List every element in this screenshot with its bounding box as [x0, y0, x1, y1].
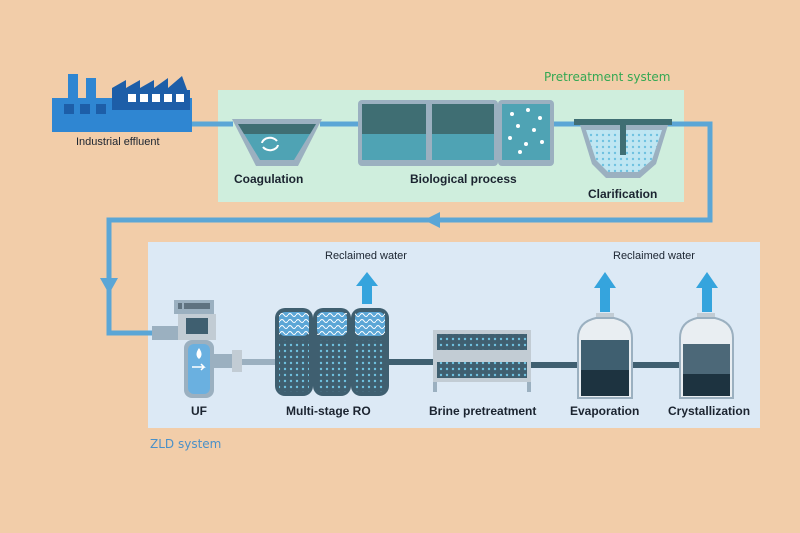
crystallization-label: Crystallization: [668, 404, 751, 418]
zld-system-title: ZLD system: [150, 437, 222, 451]
crystallizer-icon: [679, 313, 734, 399]
brine-rack-icon: [433, 330, 531, 392]
pretreatment-system-title: Pretreatment system: [544, 70, 671, 84]
clarification-label: Clarification: [588, 187, 658, 201]
ro-vessels-icon: [275, 308, 389, 396]
reclaimed-water-arrow-icon: [356, 272, 378, 304]
uf-unit-icon: [152, 300, 242, 398]
biological-tanks-icon: [358, 100, 554, 166]
reclaimed-water-arrow-icon: [594, 272, 616, 312]
coagulation-tank-icon: [232, 119, 322, 166]
flow-arrow-left: [424, 212, 440, 228]
biological-process-label: Biological process: [410, 172, 517, 186]
brine-pretreatment-label: Brine pretreatment: [429, 404, 537, 418]
uf-label: UF: [191, 404, 207, 418]
industrial-effluent-label: Industrial effluent: [76, 136, 160, 148]
evaporation-label: Evaporation: [570, 404, 640, 418]
flow-arrow-down: [100, 278, 118, 294]
multi-stage-ro-label: Multi-stage RO: [286, 404, 371, 418]
reclaimed-water-arrow-icon: [696, 272, 718, 312]
ro-reclaimed-water-label: Reclaimed water: [325, 250, 407, 262]
coagulation-label: Coagulation: [234, 172, 304, 186]
evaporator-icon: [577, 313, 633, 399]
clarifier-icon: [574, 119, 672, 178]
factory-icon: [52, 74, 192, 132]
evap-reclaimed-water-label: Reclaimed water: [613, 250, 695, 262]
